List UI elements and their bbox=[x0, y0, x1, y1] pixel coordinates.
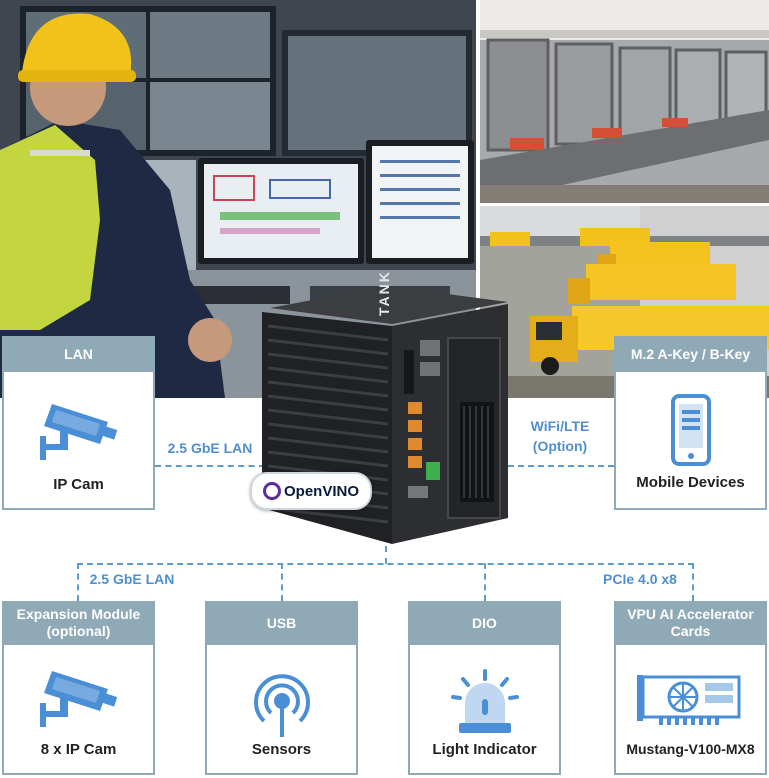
connector-expansion bbox=[77, 563, 79, 601]
card-usb-title: USB bbox=[205, 601, 358, 645]
mobile-device-icon bbox=[670, 394, 711, 466]
card-lan-label: IP Cam bbox=[53, 476, 104, 493]
card-expansion-title: Expansion Module (optional) bbox=[2, 601, 155, 645]
connector-dio bbox=[484, 563, 486, 601]
connector-vpu bbox=[692, 563, 694, 601]
card-vpu: VPU AI Accelerator Cards Mustang-V100-MX… bbox=[614, 601, 767, 775]
connector-lan-to-device bbox=[155, 465, 265, 467]
ip-camera-icon bbox=[39, 671, 117, 727]
link-label-wifi-line1: WiFi/LTE bbox=[530, 418, 590, 434]
sensor-icon bbox=[253, 674, 310, 737]
connector-usb bbox=[281, 563, 283, 601]
link-label-wifi: WiFi/LTE (Option) bbox=[510, 416, 610, 456]
device-brand: TANK bbox=[376, 270, 392, 316]
card-dio: DIO Light Indicator bbox=[408, 601, 561, 775]
card-expansion: Expansion Module (optional) 8 x IP Cam bbox=[2, 601, 155, 775]
card-vpu-label: Mustang-V100-MX8 bbox=[626, 741, 755, 757]
card-usb-label: Sensors bbox=[251, 741, 312, 758]
openvino-ring-icon bbox=[262, 482, 281, 500]
ip-camera-icon bbox=[39, 404, 117, 460]
card-dio-title: DIO bbox=[408, 601, 561, 645]
link-label-lan-bottom: 2.5 GbE LAN bbox=[89, 571, 175, 587]
connector-device-to-m2 bbox=[508, 465, 614, 467]
warning-light-icon bbox=[450, 669, 519, 733]
card-m2: M.2 A-Key / B-Key Mobile Devices bbox=[614, 336, 767, 510]
card-vpu-title: VPU AI Accelerator Cards bbox=[614, 601, 767, 645]
link-label-pcie: PCIe 4.0 x8 bbox=[603, 571, 677, 587]
card-lan: LAN IP Cam bbox=[2, 336, 155, 510]
accelerator-card-icon bbox=[636, 675, 740, 725]
card-lan-title: LAN bbox=[2, 336, 155, 372]
connector-bus bbox=[77, 563, 694, 565]
openvino-badge: OpenVINO bbox=[250, 472, 372, 510]
card-expansion-label: 8 x IP Cam bbox=[40, 741, 117, 758]
openvino-logo-text: OpenVINO bbox=[283, 482, 359, 500]
link-label-wifi-line2: (Option) bbox=[532, 438, 588, 454]
card-m2-title: M.2 A-Key / B-Key bbox=[614, 336, 767, 372]
card-m2-label: Mobile Devices bbox=[636, 474, 745, 491]
link-label-lan: 2.5 GbE LAN bbox=[167, 440, 253, 456]
assembly-line-photo bbox=[480, 0, 769, 203]
connector-device-down bbox=[385, 546, 387, 564]
card-dio-label: Light Indicator bbox=[432, 741, 537, 758]
card-usb: USB Sensors bbox=[205, 601, 358, 775]
